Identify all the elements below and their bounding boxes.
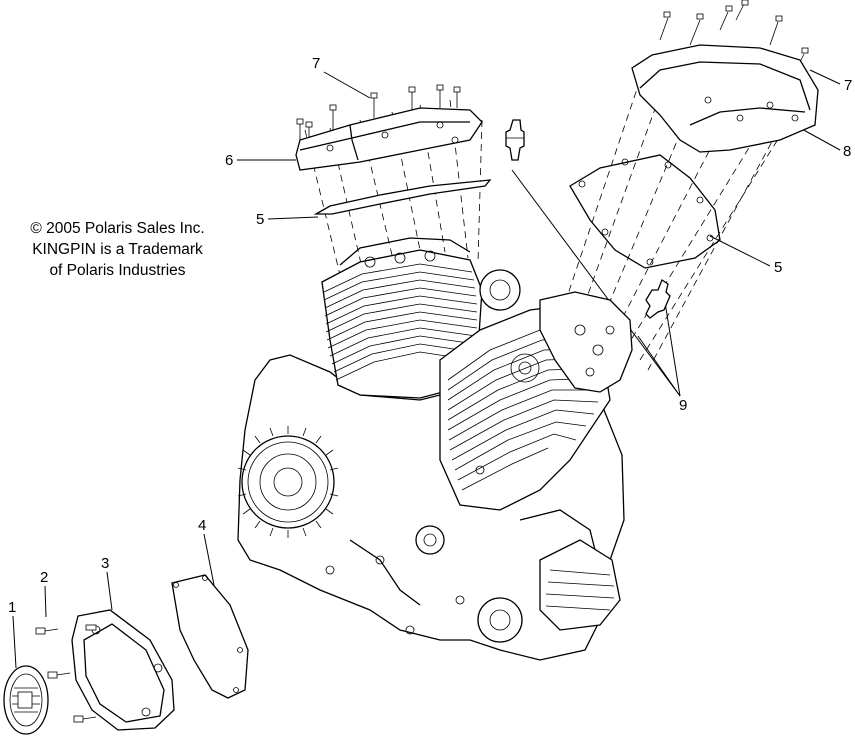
svg-text:3: 3 bbox=[101, 555, 109, 572]
svg-text:5: 5 bbox=[256, 211, 264, 228]
svg-text:7: 7 bbox=[312, 55, 320, 72]
spark-plug-rear bbox=[645, 279, 671, 319]
svg-text:5: 5 bbox=[774, 259, 782, 276]
rocker-gasket-rear bbox=[569, 154, 721, 269]
svg-text:9: 9 bbox=[679, 397, 687, 414]
callout-2: 2 bbox=[40, 569, 48, 618]
svg-text:6: 6 bbox=[225, 152, 233, 169]
callout-4: 4 bbox=[198, 517, 215, 586]
rocker-cover-bolts-rear bbox=[659, 0, 809, 71]
callout-7-right: 7 bbox=[809, 69, 852, 94]
copyright-line-1: © 2005 Polaris Sales Inc. bbox=[30, 220, 205, 237]
cover-screws bbox=[35, 627, 97, 723]
callout-6: 6 bbox=[225, 152, 296, 169]
callout-3: 3 bbox=[101, 555, 113, 611]
rocker-gasket-front bbox=[313, 179, 492, 215]
rocker-cover-rear bbox=[631, 44, 819, 153]
cam-cover bbox=[71, 609, 175, 731]
callout-5-right: 5 bbox=[709, 235, 782, 276]
engine-assembly bbox=[237, 237, 633, 661]
copyright-line-3: of Polaris Industries bbox=[49, 262, 186, 279]
callout-8: 8 bbox=[799, 127, 851, 160]
callout-7-left: 7 bbox=[312, 55, 371, 99]
cam-cover-gasket bbox=[171, 574, 249, 699]
svg-text:1: 1 bbox=[8, 599, 16, 616]
svg-text:7: 7 bbox=[844, 77, 852, 94]
svg-text:4: 4 bbox=[198, 517, 206, 534]
copyright-notice: © 2005 Polaris Sales Inc. KINGPIN is a T… bbox=[0, 218, 235, 281]
svg-text:8: 8 bbox=[843, 143, 851, 160]
callout-9: 9 bbox=[511, 169, 687, 414]
callout-5-left: 5 bbox=[256, 211, 319, 228]
rocker-cover-front bbox=[295, 107, 483, 171]
cover-medallion bbox=[3, 665, 49, 735]
callout-1: 1 bbox=[8, 599, 17, 669]
svg-text:2: 2 bbox=[40, 569, 48, 586]
spark-plug-front bbox=[505, 119, 525, 161]
copyright-line-2: KINGPIN is a Trademark bbox=[32, 241, 203, 258]
